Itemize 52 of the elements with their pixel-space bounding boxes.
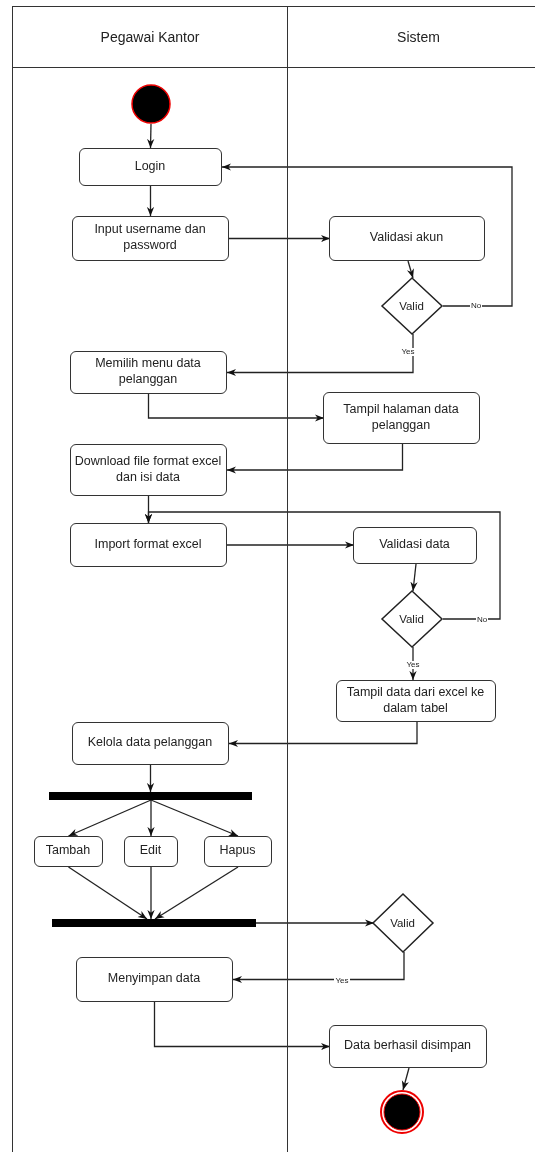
arrow xyxy=(228,721,418,748)
action-box: Kelola data pelanggan xyxy=(71,721,229,765)
action-box: Memilih menu data pelanggan xyxy=(69,350,227,394)
synchronization-bar xyxy=(48,791,252,800)
edge-label: Yes xyxy=(334,977,350,985)
action-box: Input username dan password xyxy=(71,215,229,261)
edge-label: Yes xyxy=(405,661,421,669)
action-box: Tambah xyxy=(33,835,103,867)
edge-label: Yes xyxy=(400,348,416,356)
arrow xyxy=(153,1001,331,1051)
arrow xyxy=(221,163,513,307)
action-box: Hapus xyxy=(203,835,272,867)
arrow xyxy=(228,234,331,243)
arrow xyxy=(406,260,414,279)
action-box: Menyimpan data xyxy=(75,956,233,1002)
arrow xyxy=(144,511,501,620)
arrow xyxy=(150,799,239,837)
edge-label: No xyxy=(475,616,489,624)
action-box: Download file format excel dan isi data xyxy=(69,443,227,496)
swimlane xyxy=(12,6,288,1152)
arrow xyxy=(226,333,414,377)
action-box: Data berhasil disimpan xyxy=(328,1024,487,1068)
arrow xyxy=(401,1067,410,1091)
arrow xyxy=(409,646,417,681)
action-box: Tampil halaman data pelanggan xyxy=(322,391,480,444)
action-box: Tampil data dari excel ke dalam tabel xyxy=(335,679,496,722)
action-box: Validasi akun xyxy=(328,215,485,261)
arrow xyxy=(67,866,148,920)
lane-header: Pegawai Kantor xyxy=(13,7,287,68)
arrow xyxy=(410,563,418,592)
arrow xyxy=(226,541,355,549)
arrow xyxy=(232,951,405,984)
arrow xyxy=(226,443,404,474)
lane-header: Sistem xyxy=(288,7,535,68)
arrow xyxy=(146,764,155,793)
arrow xyxy=(154,866,239,920)
arrow xyxy=(255,919,375,927)
action-box: Login xyxy=(78,147,222,186)
action-box: Edit xyxy=(123,835,178,867)
decision-label: Valid xyxy=(399,299,424,312)
action-box: Validasi data xyxy=(352,526,477,564)
arrow xyxy=(147,393,325,422)
action-box: Import format excel xyxy=(69,522,227,567)
decision-label: Valid xyxy=(399,612,424,625)
decision-label: Valid xyxy=(390,916,415,929)
edge-label: No xyxy=(469,302,483,310)
synchronization-bar xyxy=(51,918,256,927)
arrow xyxy=(147,866,155,920)
arrow xyxy=(67,799,152,837)
arrow xyxy=(147,123,155,149)
arrow xyxy=(146,185,155,217)
arrow xyxy=(147,799,155,837)
